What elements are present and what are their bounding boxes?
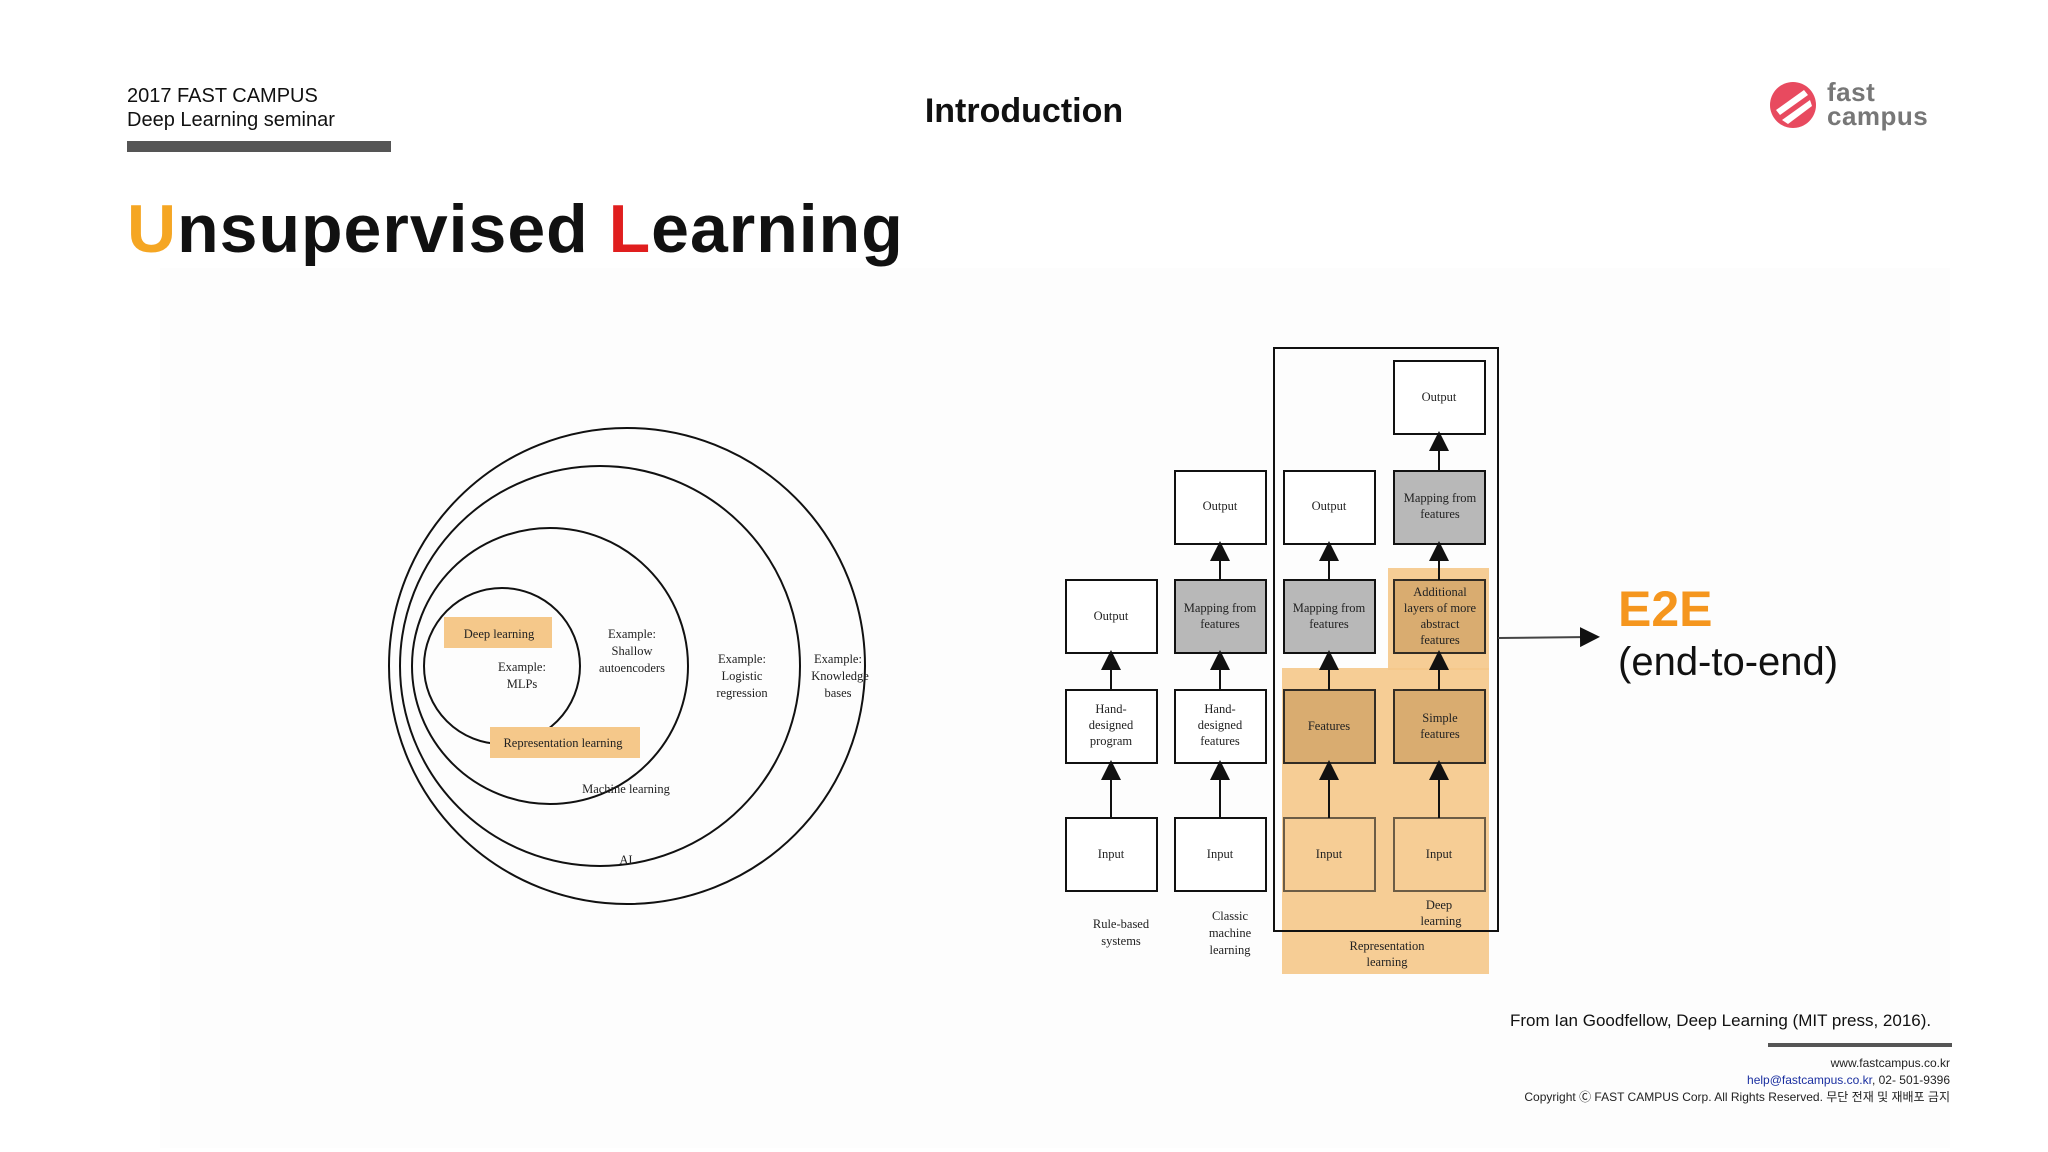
venn-representation-learning: Representation learning [503, 736, 623, 750]
col2-mapping-1: Mapping from [1184, 601, 1257, 615]
venn-shallow-text-2: Shallow [612, 644, 653, 658]
col1-hand-3: program [1090, 734, 1133, 748]
col3-features-box [1283, 689, 1376, 764]
col1-output-text: Output [1094, 609, 1129, 623]
title-part-2: earning [651, 191, 904, 267]
col2-input-box [1174, 817, 1267, 892]
rep-label-1: Representation [1350, 939, 1426, 953]
col2-label-2: machine [1209, 926, 1252, 940]
col4-additional-4: features [1420, 633, 1460, 647]
col3-input-text: Input [1316, 847, 1343, 861]
col2-input-text: Input [1207, 847, 1234, 861]
col4-mapping-2: features [1420, 507, 1460, 521]
logo-line-2: campus [1827, 101, 1929, 131]
venn-rep-highlight [490, 727, 640, 758]
venn-ai: AI [619, 853, 632, 867]
seminar-label: 2017 FAST CAMPUS Deep Learning seminar [127, 84, 335, 132]
rep-label-2: learning [1367, 955, 1409, 969]
col3-features-text: Features [1308, 719, 1350, 733]
col1-hand-1: Hand- [1095, 702, 1126, 716]
col1-input-text: Input [1098, 847, 1125, 861]
col1-label-2: systems [1101, 934, 1141, 948]
venn-logistic-text-2: Logistic [722, 669, 763, 683]
venn-shallow-text-3: autoencoders [599, 661, 665, 675]
col2-hand-3: features [1200, 734, 1240, 748]
venn-machine-learning: Machine learning [582, 782, 671, 796]
fastcampus-logo-icon [1770, 82, 1816, 128]
page-title: Unsupervised Learning [127, 190, 904, 268]
venn-logistic-text-3: regression [716, 686, 768, 700]
seminar-line-1: 2017 FAST CAMPUS [127, 85, 318, 107]
col4-output-text: Output [1422, 390, 1457, 404]
col1-hand-program-box [1065, 689, 1158, 764]
col3-output-box [1283, 470, 1376, 545]
e2e-title: E2E [1618, 581, 1713, 637]
col2-output-text: Output [1203, 499, 1238, 513]
logo-line-1: fast [1827, 77, 1876, 107]
venn-ml-circle [399, 465, 801, 867]
col2-hand-features-box [1174, 689, 1267, 764]
venn-mlps-text-1: Example: [498, 660, 546, 674]
venn-logistic-text-1: Example: [718, 652, 766, 666]
footer-divider [1768, 1043, 1952, 1047]
fastcampus-logo-text: fast campus [1827, 77, 1929, 131]
venn-kb-text-3: bases [824, 686, 851, 700]
col3-mapping-1: Mapping from [1293, 601, 1366, 615]
flow-diagram: Output Hand- designed program Input Rule… [1065, 347, 1600, 974]
deep-label-1: Deep [1426, 898, 1452, 912]
venn-kb-text-1: Example: [814, 652, 862, 666]
col4-additional-3: abstract [1421, 617, 1460, 631]
title-part-1: nsupervised [177, 191, 609, 267]
seminar-line-2: Deep Learning seminar [127, 109, 335, 131]
footer-website: www.fastcampus.co.kr [1830, 1056, 1950, 1070]
col4-simple-2: features [1420, 727, 1460, 741]
venn-dl-highlight [444, 617, 552, 648]
col4-simple-1: Simple [1422, 711, 1458, 725]
col2-label-1: Classic [1212, 909, 1249, 923]
col1-input-box [1065, 817, 1158, 892]
venn-deep-learning: Deep learning [464, 627, 535, 641]
venn-diagram: Deep learning Example: MLPs Example: Sha… [388, 427, 869, 905]
venn-kb-text-2: Knowledge [811, 669, 869, 683]
col1-output-box [1065, 579, 1158, 654]
col3-output-text: Output [1312, 499, 1347, 513]
col2-output-box [1174, 470, 1267, 545]
col2-label-3: learning [1210, 943, 1252, 957]
col4-mapping-1: Mapping from [1404, 491, 1477, 505]
col2-hand-1: Hand- [1204, 702, 1235, 716]
title-letter-l: L [608, 191, 652, 267]
footer-copyright: Copyright Ⓒ FAST CAMPUS Corp. All Rights… [1524, 1090, 1950, 1104]
col3-mapping-2: features [1309, 617, 1349, 631]
deep-label-2: learning [1421, 914, 1463, 928]
section-title: Introduction [924, 92, 1124, 130]
footer-phone: , 02- 501-9396 [1871, 1073, 1950, 1087]
col4-additional-2: layers of more [1404, 601, 1477, 615]
venn-rep-circle [411, 527, 689, 805]
col4-additional-box [1393, 579, 1486, 654]
col2-mapping-box [1174, 579, 1267, 654]
footer-email-link[interactable]: help@fastcampus.co.kr [1747, 1073, 1872, 1087]
source-credit: From Ian Goodfellow, Deep Learning (MIT … [1510, 1011, 1932, 1030]
venn-shallow-text-1: Example: [608, 627, 656, 641]
e2e-arrow [1497, 627, 1600, 648]
e2e-subtitle: (end-to-end) [1618, 640, 1839, 684]
title-letter-u: U [127, 191, 178, 267]
deep-learning-frame [1273, 347, 1499, 932]
content-area [160, 268, 1950, 1148]
venn-ai-circle [388, 427, 866, 905]
col2-mapping-2: features [1200, 617, 1240, 631]
footer-contact: help@fastcampus.co.kr, 02- 501-9396 [1747, 1073, 1950, 1087]
col4-input-text: Input [1426, 847, 1453, 861]
col2-hand-2: designed [1198, 718, 1243, 732]
col1-hand-2: designed [1089, 718, 1134, 732]
col1-label-1: Rule-based [1093, 917, 1150, 931]
seminar-underline [127, 141, 391, 152]
col4-additional-1: Additional [1413, 585, 1467, 599]
col4-output-box [1393, 360, 1486, 435]
venn-mlps-text-2: MLPs [507, 677, 538, 691]
